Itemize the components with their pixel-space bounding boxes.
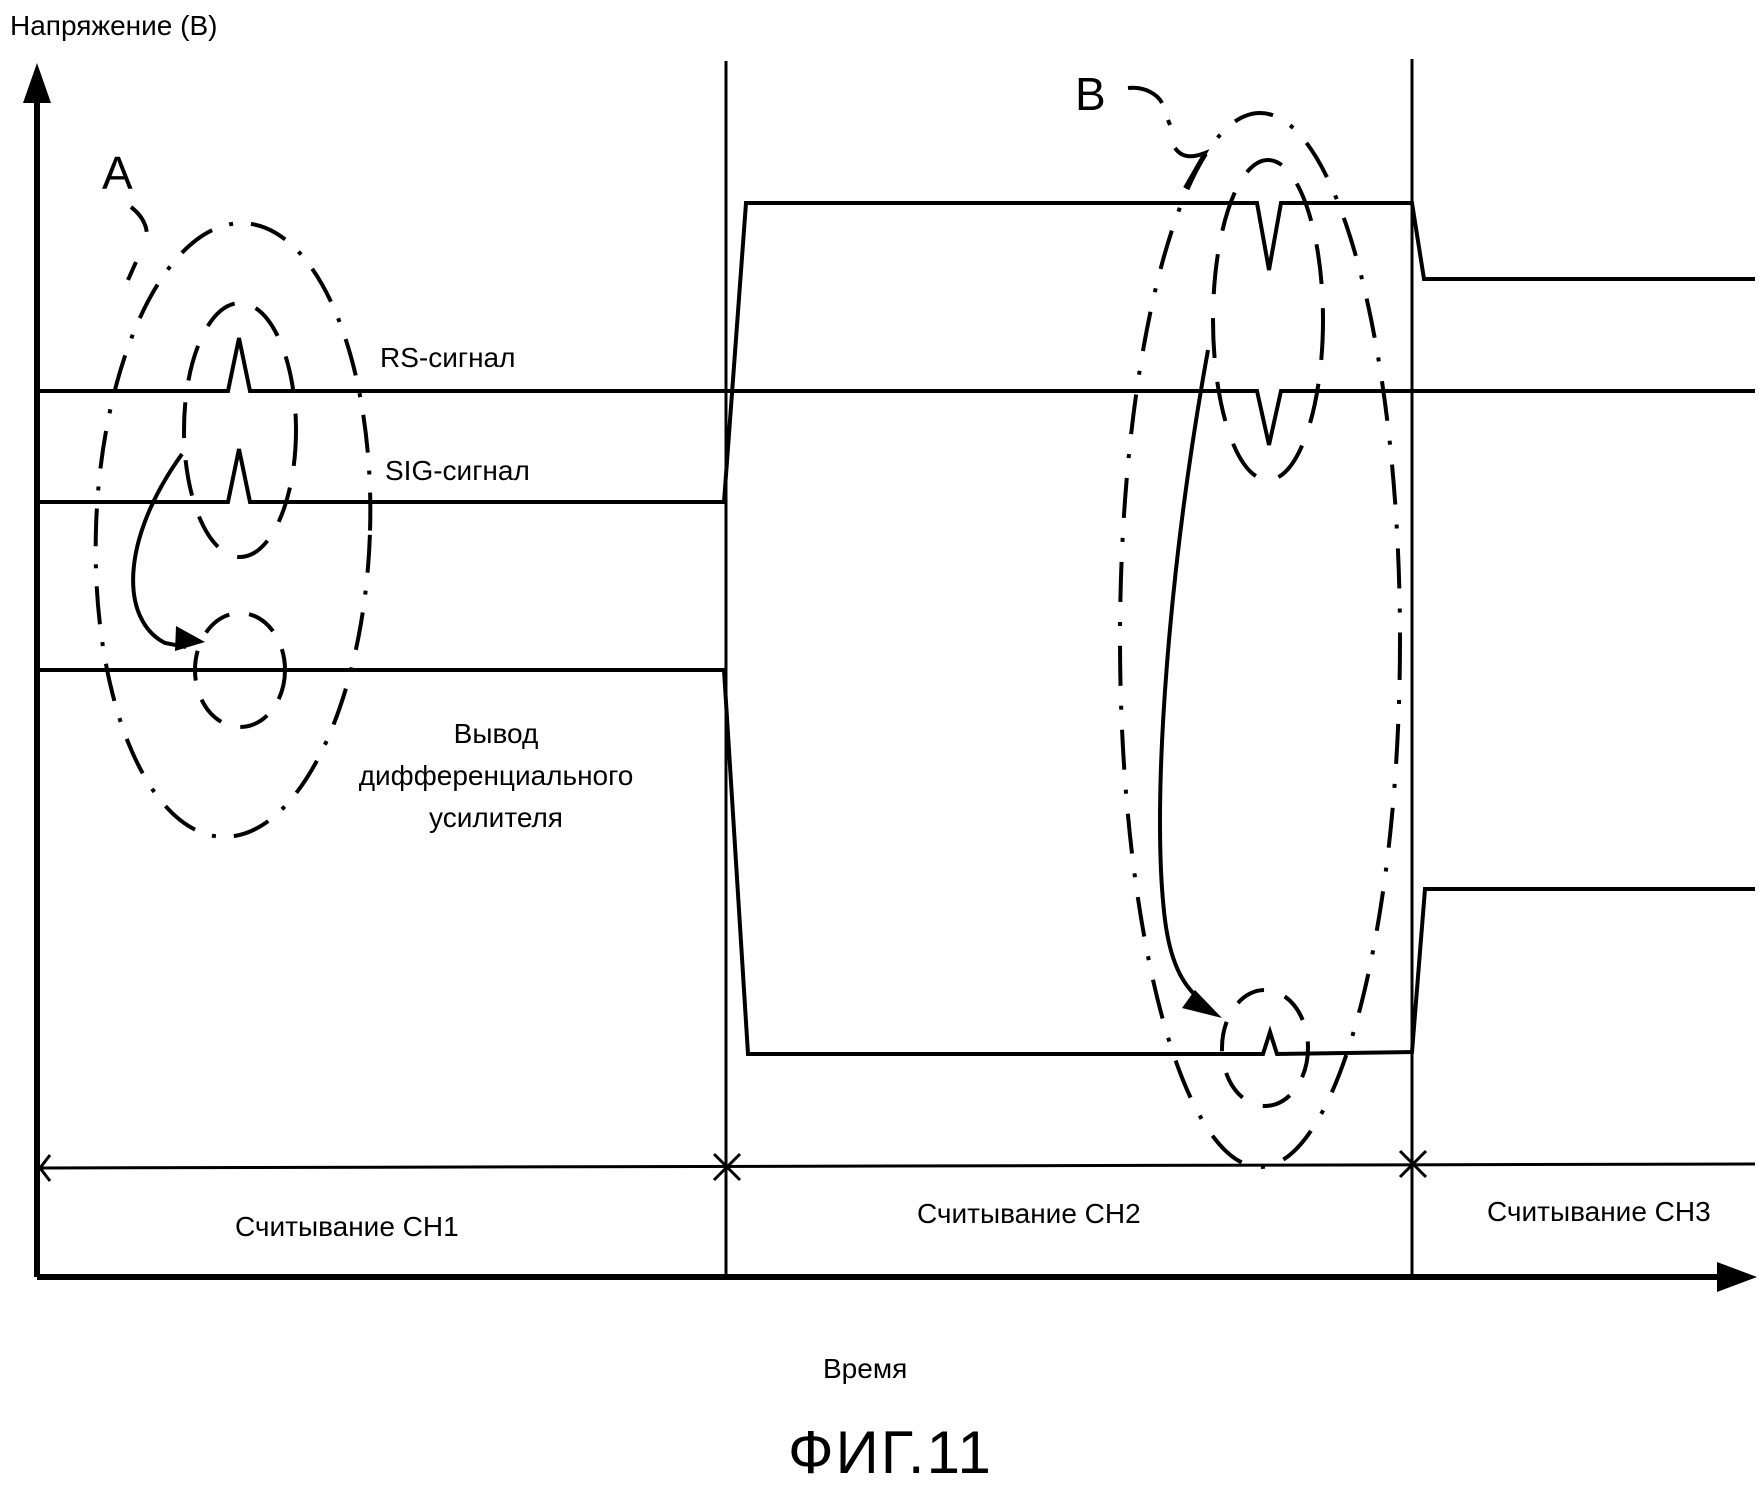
period-label-ch2: Считывание CH2 — [917, 1198, 1141, 1229]
callout-a-leader — [126, 205, 149, 281]
period-marker-cross-1 — [712, 1152, 742, 1182]
rs-signal-trace — [37, 337, 1755, 446]
sig-signal-trace — [37, 201, 1755, 504]
callout-a-outer-ellipse — [93, 221, 373, 839]
period-start-arrow — [38, 1154, 52, 1182]
y-axis-label: Напряжение (В) — [10, 10, 218, 41]
callout-a-arrowhead — [175, 626, 205, 651]
callout-a-arrow — [131, 452, 187, 649]
diff-amp-label-line-3: усилителя — [429, 802, 563, 833]
sig-signal-label: SIG-сигнал — [385, 455, 530, 486]
rs-signal-label: RS-сигнал — [380, 342, 516, 373]
period-label-ch1: Считывание CH1 — [235, 1211, 459, 1242]
callout-b-arrowhead — [1182, 990, 1222, 1018]
callout-b-arrow — [1158, 349, 1210, 1002]
diff-amp-output-label: Вывод дифференциального усилителя — [336, 713, 656, 839]
callout-b-leader — [1127, 85, 1210, 189]
callout-b-dip-ellipse — [1211, 158, 1325, 482]
x-axis-label: Время — [823, 1353, 908, 1384]
y-axis-arrowhead — [23, 63, 51, 103]
callout-a-output-ellipse — [193, 611, 287, 729]
period-marker-cross-2 — [1398, 1149, 1428, 1179]
diff-amp-label-line-1: Вывод — [453, 718, 539, 749]
callout-a-label: A — [102, 147, 133, 199]
callout-a-spike-ellipse — [182, 301, 298, 559]
period-marker-line — [39, 1162, 1756, 1170]
callout-b-label: B — [1075, 68, 1106, 120]
callout-b-output-ellipse — [1220, 988, 1310, 1108]
x-axis-arrowhead — [1717, 1262, 1757, 1292]
figure-caption: ФИГ.11 — [788, 1419, 993, 1486]
callout-b-outer-ellipse — [1118, 111, 1402, 1169]
diff-amp-label-line-2: дифференциального — [358, 760, 634, 791]
period-label-ch3: Считывание CH3 — [1487, 1196, 1711, 1227]
diff-amp-output-trace — [37, 668, 1755, 1057]
